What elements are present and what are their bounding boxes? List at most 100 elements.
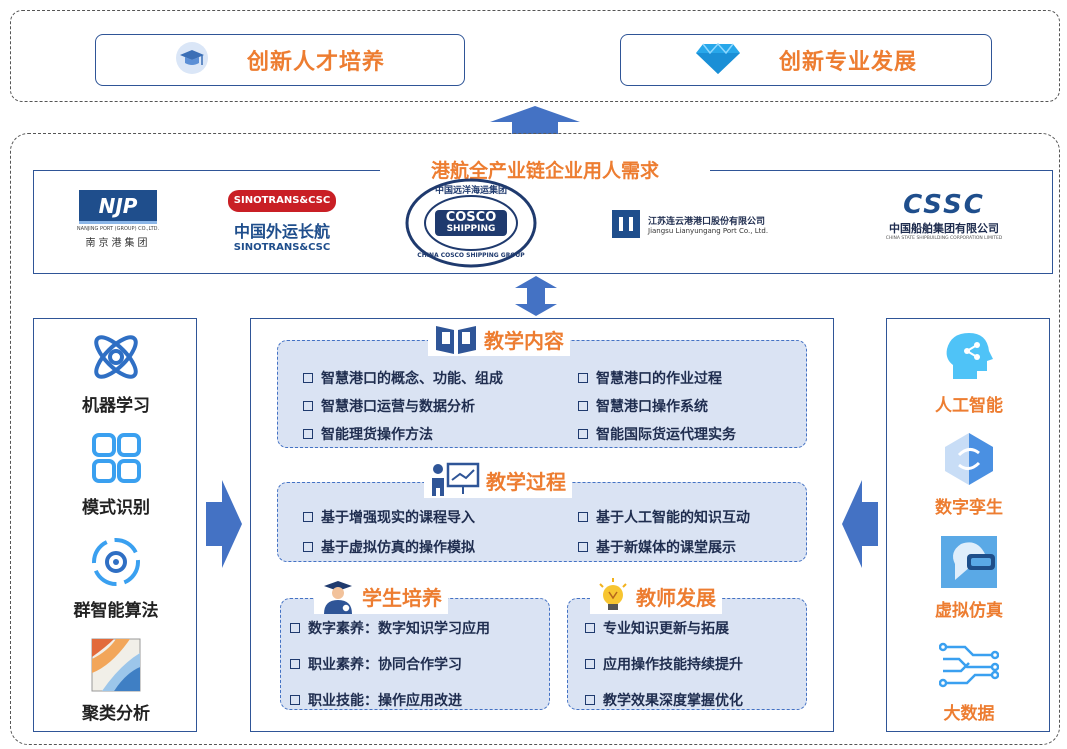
cosco-emblem-icon (405, 178, 537, 268)
list-item-text: 智慧港口的概念、功能、组成 (321, 371, 503, 387)
book-icon (436, 326, 476, 354)
panel-title-text: 教学内容 (484, 328, 564, 353)
list-item: 基于增强现实的课程导入 (303, 507, 578, 527)
left-item-swarm: 群智能算法 (34, 534, 198, 621)
logo-cosco: COSCO SHIPPING 中国远洋海运集团 CHINA COSCO SHIP… (403, 178, 539, 268)
vr-headset-icon (941, 536, 997, 588)
logo-sinotrans-cn: 中国外运长航 (233, 222, 330, 241)
lightbulb-icon (599, 578, 627, 610)
list-item-text: 数字素养：数字知识学习应用 (308, 621, 490, 637)
big-data-icon (939, 642, 999, 688)
checkbox-icon (290, 695, 300, 705)
graduation-cap-icon (175, 41, 209, 79)
main-region (10, 133, 1060, 745)
checkbox-icon (585, 623, 595, 633)
goals-region (10, 10, 1060, 102)
right-item-twin: 数字孪生 (887, 431, 1051, 518)
list-item-text: 职业技能：操作应用改进 (308, 693, 462, 709)
checkbox-icon (303, 401, 313, 411)
checkbox-icon (585, 659, 595, 669)
list-item-text: 基于人工智能的知识互动 (596, 510, 750, 526)
goal-label: 创新人才培养 (246, 50, 385, 75)
double-arrow-icon (515, 276, 557, 316)
checkbox-icon (578, 542, 588, 552)
logo-sinotrans-mark: SINOTRANS&CSC (228, 190, 336, 212)
logo-cosco-sub: SHIPPING (446, 224, 496, 234)
list-item: 智慧港口操作系统 (578, 396, 793, 416)
right-item-vr: 虚拟仿真 (887, 534, 1051, 621)
checkbox-icon (303, 429, 313, 439)
list-item-text: 智能理货操作方法 (321, 427, 433, 443)
student-list: 数字素养：数字知识学习应用 职业素养：协同合作学习 职业技能：操作应用改进 (290, 618, 545, 710)
list-item-text: 职业素养：协同合作学习 (308, 657, 462, 673)
list-item-text: 基于新媒体的课堂展示 (596, 540, 736, 556)
logo-njp-mark: NJP (79, 190, 157, 224)
grid-icon (92, 433, 141, 483)
panel-title-text: 学生培养 (362, 585, 442, 610)
left-item-cluster: 聚类分析 (34, 637, 198, 724)
logo-cssc: CSSC 中国船舶集团有限公司 CHINA STATE SHIPBUILDING… (862, 190, 1026, 241)
demand-title: 港航全产业链企业用人需求 (380, 156, 710, 186)
swarm-icon (92, 538, 140, 586)
teaching-process-list: 基于增强现实的课程导入 基于人工智能的知识互动 基于虚拟仿真的操作模拟 基于新媒… (303, 507, 793, 557)
demand-box (33, 170, 1053, 274)
student-panel (280, 598, 550, 710)
list-item: 基于人工智能的知识互动 (578, 507, 793, 527)
list-item-text: 应用操作技能持续提升 (603, 657, 743, 673)
list-item: 数字素养：数字知识学习应用 (290, 618, 545, 638)
list-item-text: 教学效果深度掌握优化 (603, 693, 743, 709)
list-item-text: 专业知识更新与拓展 (603, 621, 729, 637)
teacher-title: 教师发展 (590, 578, 722, 614)
list-item: 智能国际货运代理实务 (578, 424, 793, 444)
arrow-up-icon (490, 106, 580, 134)
side-label: 群智能算法 (73, 601, 159, 621)
list-item-text: 基于增强现实的课程导入 (321, 510, 475, 526)
logo-cssc-cn: 中国船舶集团有限公司 (889, 222, 999, 235)
right-item-bigdata: 大数据 (887, 637, 1051, 724)
list-item-text: 智慧港口运营与数据分析 (321, 399, 475, 415)
logo-cosco-main: COSCO (445, 210, 497, 225)
side-label: 模式识别 (82, 498, 150, 518)
student-icon (324, 581, 352, 614)
logo-sinotrans-en: SINOTRANS&CSC (233, 242, 331, 253)
side-label: 虚拟仿真 (935, 601, 1003, 621)
right-tech-box: 人工智能 数字孪生 虚拟仿真 (886, 318, 1050, 732)
logo-cssc-en: CHINA STATE SHIPBUILDING CORPORATION LIM… (885, 236, 1003, 241)
logo-sinotrans: SINOTRANS&CSC 中国外运长航 SINOTRANS&CSC (222, 190, 342, 253)
list-item: 智慧港口的作业过程 (578, 368, 793, 388)
left-tech-box: 机器学习 模式识别 群智能算法 聚类分析 (33, 318, 197, 732)
ai-head-icon (946, 333, 993, 379)
checkbox-icon (290, 659, 300, 669)
checkbox-icon (290, 623, 300, 633)
logo-lianyungang: 江苏连云港港口股份有限公司 Jiangsu Lianyungang Port C… (610, 206, 810, 242)
goal-discipline: 创新专业发展 (620, 34, 992, 86)
arrow-right-icon (206, 480, 242, 568)
side-label: 大数据 (943, 704, 995, 724)
list-item: 智慧港口的概念、功能、组成 (303, 368, 578, 388)
goal-talent: 创新人才培养 (95, 34, 465, 86)
list-item: 智能理货操作方法 (303, 424, 578, 444)
checkbox-icon (578, 401, 588, 411)
list-item: 职业素养：协同合作学习 (290, 654, 545, 674)
checkbox-icon (303, 373, 313, 383)
list-item: 智慧港口运营与数据分析 (303, 396, 578, 416)
checkbox-icon (303, 542, 313, 552)
side-label: 人工智能 (935, 396, 1003, 416)
goal-label: 创新专业发展 (778, 50, 917, 75)
list-item: 应用操作技能持续提升 (585, 654, 800, 674)
right-item-ai: 人工智能 (887, 329, 1051, 416)
diamond-icon (695, 40, 741, 80)
list-item: 基于虚拟仿真的操作模拟 (303, 537, 578, 557)
checkbox-icon (585, 695, 595, 705)
cluster-icon (91, 638, 141, 692)
arrow-left-icon (842, 480, 878, 568)
teacher-board-icon (432, 462, 480, 496)
logo-lianyungang-en: Jiangsu Lianyungang Port Co., Ltd. (648, 226, 769, 235)
lianyungang-emblem-icon (612, 210, 640, 238)
list-item: 教学效果深度掌握优化 (585, 690, 800, 710)
checkbox-icon (303, 512, 313, 522)
teaching-content-list: 智慧港口的概念、功能、组成 智慧港口的作业过程 智慧港口运营与数据分析 智慧港口… (303, 368, 793, 444)
atom-icon (94, 335, 138, 379)
teaching-content-title: 教学内容 (428, 322, 570, 356)
logo-cssc-mark: CSSC (903, 190, 985, 220)
